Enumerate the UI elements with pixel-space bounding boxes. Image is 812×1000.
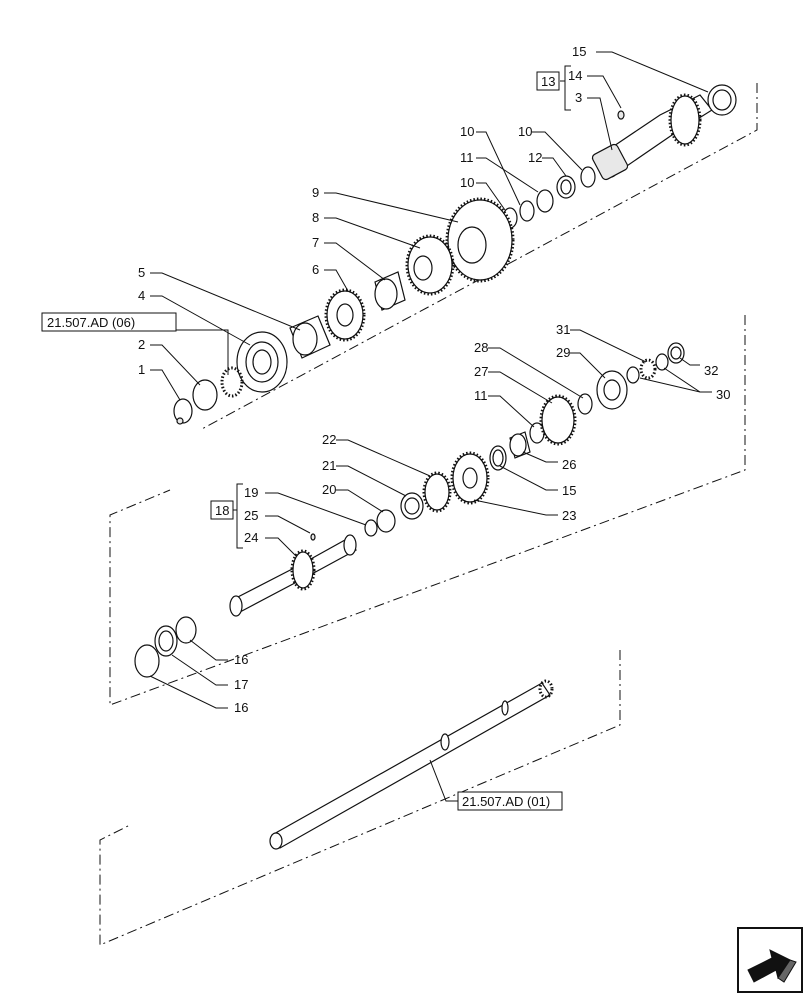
bearing-29[interactable] xyxy=(596,370,628,410)
callout-16-bottom: 16 xyxy=(234,700,248,715)
washer-28[interactable] xyxy=(577,393,593,415)
callout-21: 21 xyxy=(322,458,336,473)
callout-8: 8 xyxy=(312,210,319,225)
circlip-1[interactable] xyxy=(173,398,193,425)
roller-19[interactable] xyxy=(364,519,378,537)
callout-4: 4 xyxy=(138,288,145,303)
callout-1: 1 xyxy=(138,362,145,377)
callout-19: 19 xyxy=(244,485,258,500)
callout-24: 24 xyxy=(244,530,258,545)
callout-9: 9 xyxy=(312,185,319,200)
washer-20[interactable] xyxy=(376,509,396,533)
reference-21-507-ad-01[interactable]: 21.507.AD (01) xyxy=(462,794,550,809)
leader-lines xyxy=(149,51,712,802)
ring-16-bottom[interactable] xyxy=(134,644,160,678)
washer-10-b[interactable] xyxy=(519,200,535,222)
callout-23: 23 xyxy=(562,508,576,523)
washer-11-a[interactable] xyxy=(536,189,554,213)
washer-30-b[interactable] xyxy=(655,353,669,371)
snap-ring-3[interactable] xyxy=(220,366,244,398)
gear-23[interactable] xyxy=(450,451,490,505)
callout-6: 6 xyxy=(312,262,319,277)
gear-8[interactable] xyxy=(405,234,455,296)
callout-10-a: 10 xyxy=(460,124,474,139)
callout-5: 5 xyxy=(138,265,145,280)
callout-15-mid: 15 xyxy=(562,483,576,498)
bearing-4[interactable] xyxy=(236,331,288,393)
next-page-arrow-icon[interactable] xyxy=(737,927,803,993)
gear-9[interactable] xyxy=(445,197,515,283)
bushing-5[interactable] xyxy=(289,315,331,359)
callout-12: 12 xyxy=(528,150,542,165)
bearing-12[interactable] xyxy=(556,175,576,199)
callout-25: 25 xyxy=(244,508,258,523)
callout-16-top: 16 xyxy=(234,652,248,667)
main-shaft[interactable] xyxy=(591,93,713,181)
callout-28: 28 xyxy=(474,340,488,355)
callout-26: 26 xyxy=(562,457,576,472)
ring-16-top[interactable] xyxy=(175,616,197,644)
reference-21-507-ad-06[interactable]: 21.507.AD (06) xyxy=(47,315,135,330)
washer-11-b[interactable] xyxy=(529,422,545,444)
snap-ring-2[interactable] xyxy=(192,379,218,411)
callout-13-box[interactable]: 13 xyxy=(541,74,555,89)
callout-15-top: 15 xyxy=(572,44,586,59)
bracket-18 xyxy=(232,483,243,549)
callout-27: 27 xyxy=(474,364,488,379)
long-shaft[interactable] xyxy=(269,679,554,850)
upper-assembly-outline xyxy=(199,83,758,431)
callout-3: 3 xyxy=(575,90,582,105)
ring-17[interactable] xyxy=(154,625,178,657)
lower-assembly-outline xyxy=(99,650,621,946)
callout-29: 29 xyxy=(556,345,570,360)
gear-27[interactable] xyxy=(539,394,577,446)
callout-7: 7 xyxy=(312,235,319,250)
callout-30: 30 xyxy=(716,387,730,402)
nut-32[interactable] xyxy=(667,342,685,364)
callout-18-box[interactable]: 18 xyxy=(215,503,229,518)
countershaft-24[interactable] xyxy=(229,534,358,617)
callout-31: 31 xyxy=(556,322,570,337)
callout-17: 17 xyxy=(234,677,248,692)
bushing-21[interactable] xyxy=(400,492,424,520)
callout-20: 20 xyxy=(322,482,336,497)
bushing-26[interactable] xyxy=(509,431,531,459)
callout-2: 2 xyxy=(138,337,145,352)
callout-32: 32 xyxy=(704,363,718,378)
synchronizer-6[interactable] xyxy=(324,288,366,342)
bracket-13 xyxy=(560,65,571,111)
middle-assembly-outline xyxy=(109,315,746,706)
bushing-7[interactable] xyxy=(374,271,406,311)
ring-15-mid[interactable] xyxy=(489,445,507,471)
callout-11-a: 11 xyxy=(460,150,474,165)
callout-10-b: 10 xyxy=(518,124,532,139)
washer-10-a[interactable] xyxy=(580,166,596,188)
bearing-31[interactable] xyxy=(639,358,657,380)
gear-22[interactable] xyxy=(422,471,452,513)
callout-14: 14 xyxy=(568,68,582,83)
callout-10-c: 10 xyxy=(460,175,474,190)
pin-25[interactable] xyxy=(310,533,316,541)
bushing-15-top[interactable] xyxy=(707,84,737,116)
callout-11-b: 11 xyxy=(474,388,488,403)
pin-14[interactable] xyxy=(617,110,625,120)
callout-22: 22 xyxy=(322,432,336,447)
washer-30[interactable] xyxy=(626,366,640,384)
